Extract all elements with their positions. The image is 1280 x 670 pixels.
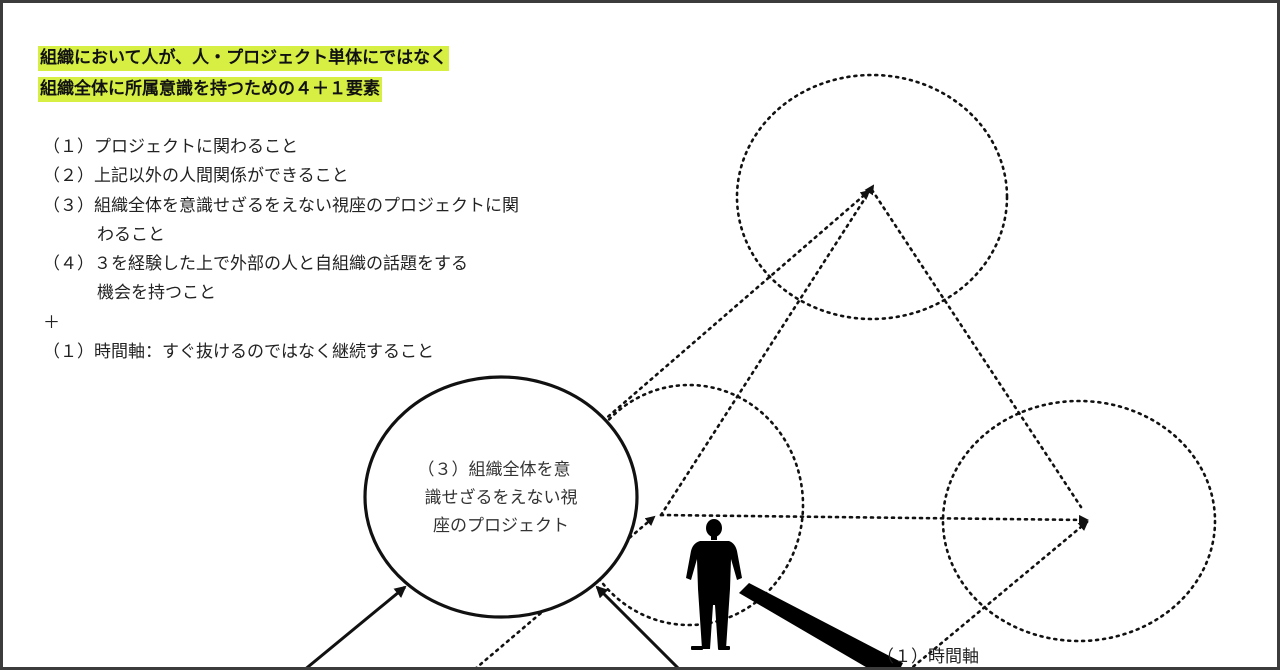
dotted-arrow-from-center-to-top (601, 189, 871, 423)
center-circle-label-line-1: （３）組織全体を意 (418, 460, 571, 480)
dotted-arrow-top-to-right (870, 188, 1083, 509)
middle-dotted-circle (573, 383, 805, 627)
center-circle-label-line-2: 識せざるをえない視 (425, 487, 578, 508)
element-item-4-continued: 機会を持つこと (97, 283, 216, 304)
heading-line-2: 組織全体に所属意識を持つための４＋１要素 (38, 77, 382, 102)
time-axis-label: （１）時間軸 (877, 647, 979, 667)
element-item-4: （４）３を経験した上で外部の人と自組織の話題をする (43, 254, 468, 275)
element-item-time-axis: （１）時間軸：すぐ抜けるのではなく継続すること (43, 342, 434, 363)
plus-sign: ＋ (43, 312, 60, 333)
elements-list: （１）プロジェクトに関わること （２）上記以外の人間関係ができること （３）組織… (43, 133, 519, 367)
person-icon (686, 519, 742, 650)
center-project-circle (363, 375, 639, 619)
element-item-2: （２）上記以外の人間関係ができること (43, 166, 349, 187)
dotted-arrow-to-right (659, 513, 1089, 525)
right-dotted-circle (941, 399, 1217, 643)
element-item-3: （３）組織全体を意識せざるをえない視座のプロジェクトに関 (43, 195, 519, 216)
element-item-1: （１）プロジェクトに関わること (43, 137, 298, 157)
heading-line-1: 組織において人が、人・プロジェクト単体にではなく (38, 46, 450, 71)
dotted-arrow-to-top (659, 184, 875, 517)
center-circle-label-line-3: 座のプロジェクト (433, 516, 569, 536)
solid-arrow-left (305, 585, 407, 667)
solid-arrow-right (595, 585, 680, 667)
top-dotted-circle (735, 73, 1009, 321)
diagram: （３）組織全体を意 識せざるをえない視 座のプロジェクト （１）時間軸 (305, 73, 1217, 667)
time-axis-wedge (739, 583, 903, 667)
element-item-3-continued: わること (97, 224, 165, 245)
